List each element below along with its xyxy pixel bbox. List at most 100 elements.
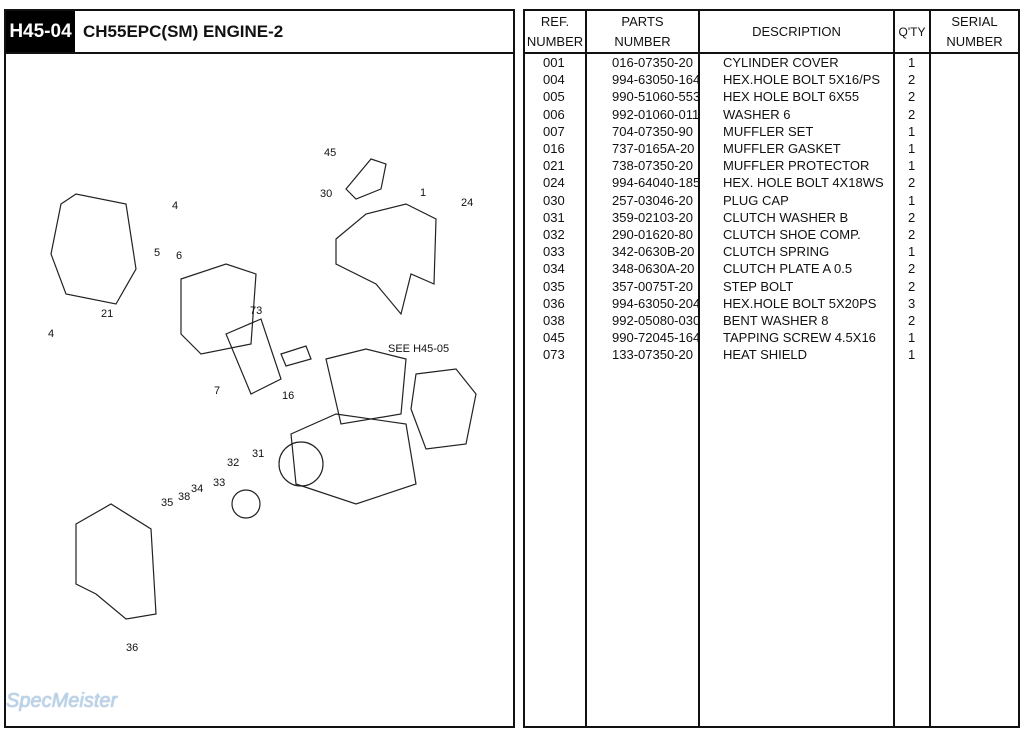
ref-cell: 007: [543, 123, 565, 139]
table-row: 034 348-0630A-20 CLUTCH PLATE A 0.5 2: [525, 260, 1018, 277]
part-number-cell: 994-63050-204: [612, 295, 701, 311]
callout-see-h45-05: SEE H45-05: [388, 343, 449, 355]
table-row: 036 994-63050-204 HEX.HOLE BOLT 5X20PS 3: [525, 295, 1018, 312]
cylinder-shape: [325, 348, 407, 425]
description-cell: STEP BOLT: [723, 278, 794, 294]
qty-cell: 2: [908, 106, 916, 122]
callout-5: 5: [154, 247, 160, 259]
qty-cell: 3: [908, 295, 916, 311]
ref-cell: 005: [543, 89, 565, 105]
description-cell: WASHER 6: [723, 106, 791, 122]
ref-cell: 073: [543, 347, 565, 363]
callout-4b: 4: [48, 328, 54, 340]
callout-36: 36: [126, 642, 138, 654]
ref-cell: 016: [543, 141, 565, 156]
callout-1: 1: [420, 187, 426, 199]
part-number-cell: 990-51060-553: [612, 89, 701, 105]
part-number-cell: 737-0165A-20: [612, 141, 695, 156]
callout-7: 7: [214, 385, 220, 397]
exploded-parts-diagram: 45 30 1 4 24 5 6 73 21 4 7 16 SEE H45-05…: [48, 147, 477, 654]
description-cell: MUFFLER GASKET: [723, 141, 841, 156]
callout-32: 32: [227, 457, 239, 469]
col-divider: [700, 11, 895, 726]
description-cell: HEX. HOLE BOLT 4X18WS: [723, 175, 884, 191]
heat-shield-shape: [225, 318, 282, 395]
col-divider: [525, 11, 587, 726]
diagram-panel: H45-04 CH55EPC(SM) ENGINE-2 45 30 1 4 24…: [4, 9, 515, 728]
muffler-shape: [180, 263, 257, 355]
qty-cell: 2: [908, 209, 916, 225]
callout-labels: 45 30 1 4 24 5 6 73 21 4 7 16 SEE H45-05…: [48, 147, 473, 654]
ref-cell: 004: [543, 72, 565, 88]
part-number-cell: 357-0075T-20: [612, 278, 693, 294]
description-cell: CLUTCH PLATE A 0.5: [723, 261, 853, 277]
header-ref: REF.NUMBER: [526, 13, 584, 50]
part-number-cell: 290-01620-80: [612, 227, 693, 242]
ref-cell: 038: [543, 313, 565, 328]
callout-21: 21: [101, 308, 113, 320]
qty-cell: 1: [908, 55, 916, 70]
qty-cell: 2: [908, 261, 916, 277]
callout-34: 34: [191, 483, 203, 495]
callout-35: 35: [161, 497, 173, 509]
part-number-cell: 994-63050-164: [612, 72, 701, 88]
description-cell: CYLINDER COVER: [723, 55, 839, 70]
qty-cell: 2: [908, 72, 916, 88]
description-cell: MUFFLER PROTECTOR: [723, 158, 870, 174]
ref-cell: 034: [543, 261, 565, 277]
callout-4: 4: [172, 200, 178, 212]
ref-cell: 021: [543, 158, 565, 174]
qty-cell: 2: [908, 313, 916, 328]
col-divider: [587, 11, 700, 726]
clutch-shoe-shape: [231, 489, 261, 519]
plug-cap-shape: [345, 158, 387, 200]
ref-cell: 031: [543, 209, 565, 225]
callout-45: 45: [324, 147, 336, 159]
muffler-protector-shape: [50, 193, 137, 305]
ref-cell: 036: [543, 295, 565, 311]
part-number-cell: 990-72045-164: [612, 330, 701, 346]
part-number-cell: 704-07350-90: [612, 123, 693, 139]
section-code: H45-04: [6, 11, 75, 52]
description-cell: HEX.HOLE BOLT 5X20PS: [723, 295, 877, 311]
callout-16: 16: [282, 390, 294, 402]
ref-cell: 001: [543, 55, 565, 70]
description-cell: TAPPING SCREW 4.5X16: [723, 330, 876, 346]
qty-cell: 2: [908, 175, 916, 191]
callout-30: 30: [320, 188, 332, 200]
starter-shape: [410, 368, 477, 450]
description-cell: BENT WASHER 8: [723, 313, 829, 328]
ref-cell: 035: [543, 278, 565, 294]
ref-cell: 006: [543, 106, 565, 122]
description-cell: CLUTCH SHOE COMP.: [723, 227, 861, 242]
part-number-cell: 257-03046-20: [612, 192, 693, 208]
ref-cell: 024: [543, 175, 565, 191]
callout-38: 38: [178, 491, 190, 503]
clutch-cover-shape: [75, 503, 157, 620]
gasket-shape: [280, 345, 312, 367]
description-cell: MUFFLER SET: [723, 123, 814, 139]
description-cell: CLUTCH SPRING: [723, 244, 830, 260]
header-description: DESCRIPTION: [752, 24, 841, 39]
clutch-drum-shape: [278, 441, 324, 487]
part-number-cell: 342-0630B-20: [612, 244, 695, 260]
panel-header: H45-04 CH55EPC(SM) ENGINE-2: [6, 11, 513, 54]
part-number-cell: 348-0630A-20: [612, 261, 695, 277]
